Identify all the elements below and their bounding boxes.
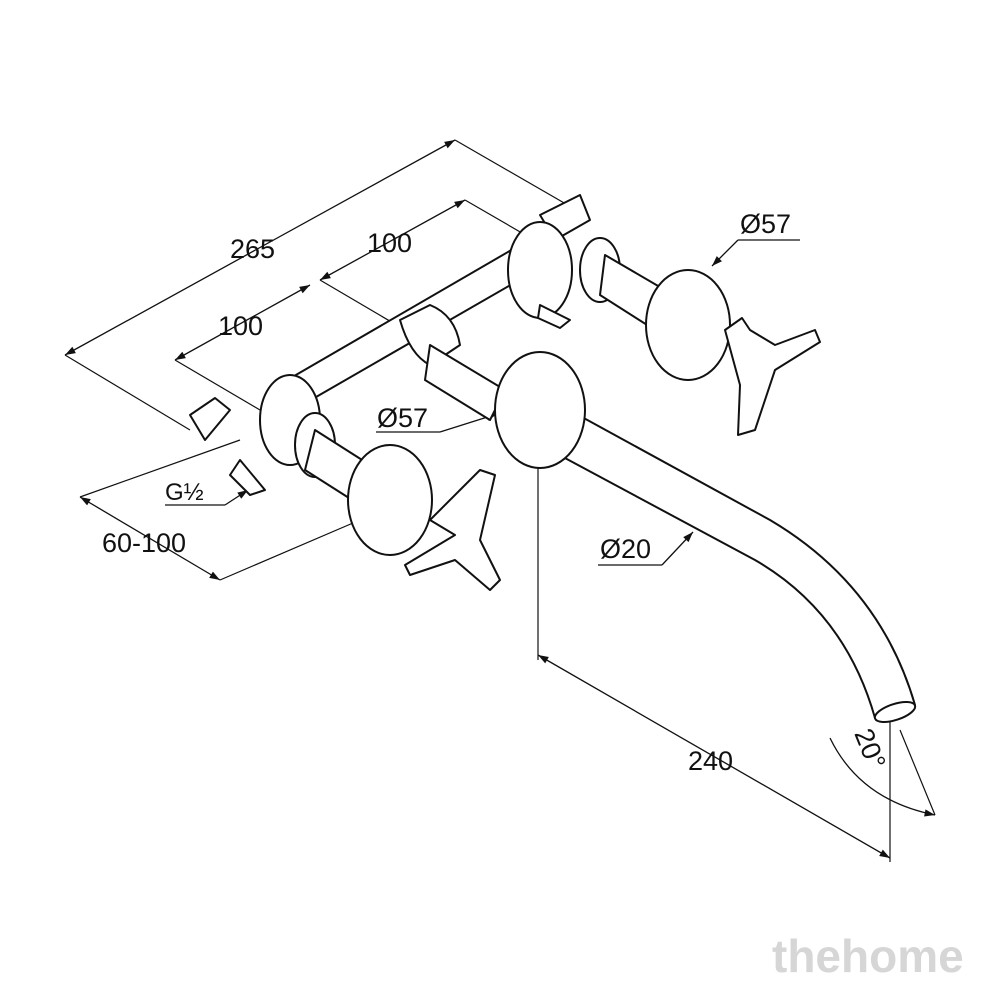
watermark: thehome bbox=[772, 930, 964, 982]
dim-spout-projection: 240 bbox=[688, 746, 733, 776]
faucet-body bbox=[189, 194, 666, 506]
dim-wall-depth: 60-100 bbox=[102, 528, 186, 558]
dimension-lines bbox=[64, 139, 936, 859]
dim-spacing-lower: 100 bbox=[218, 311, 263, 341]
dim-rosette-diameter: Ø57 bbox=[377, 403, 428, 433]
dim-connection-thread: G½ bbox=[165, 479, 204, 506]
left-handle bbox=[347, 444, 501, 591]
dim-overall-width: 265 bbox=[230, 234, 275, 264]
right-handle bbox=[645, 269, 821, 436]
dim-spout-diameter: Ø20 bbox=[600, 534, 651, 564]
dim-handle-diameter: Ø57 bbox=[740, 209, 791, 239]
dim-spout-angle: 20° bbox=[848, 724, 891, 773]
dim-spacing-upper: 100 bbox=[367, 228, 412, 258]
spout bbox=[494, 351, 917, 724]
extension-lines bbox=[64, 139, 936, 862]
